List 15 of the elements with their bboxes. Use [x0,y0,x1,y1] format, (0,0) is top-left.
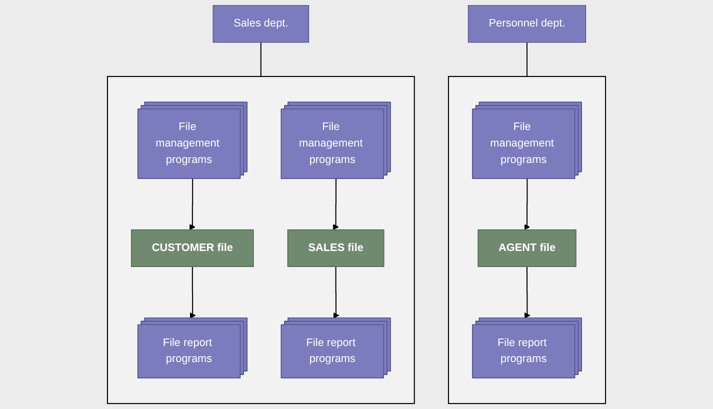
arrow [524,266,530,318]
node-box: Sales dept. [212,5,310,43]
arrow [524,178,530,230]
cluster [448,76,606,404]
connector [526,42,528,77]
arrow [189,178,196,230]
node-box: SALES file [287,229,384,267]
cluster [106,76,415,404]
node-box: AGENT file [478,229,576,267]
arrow [333,266,340,318]
connector [260,42,262,77]
arrow [332,178,339,230]
arrow [190,266,196,318]
node-box: CUSTOMER file [131,229,254,267]
node-box: Personnel dept. [468,5,586,43]
